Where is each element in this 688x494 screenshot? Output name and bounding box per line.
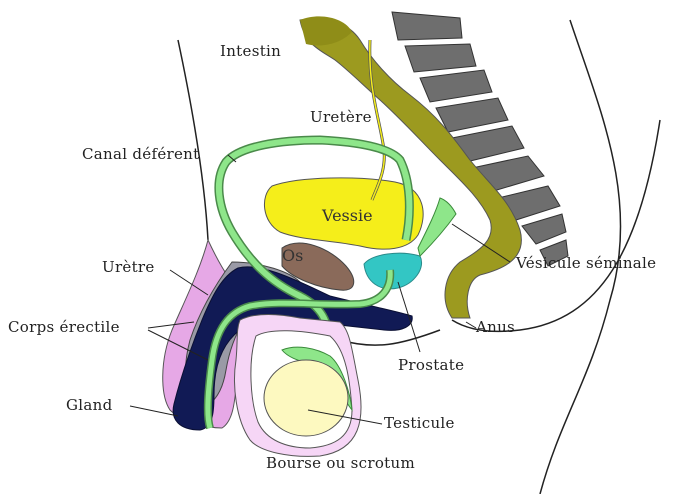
label-corps-erectile: Corps érectile <box>8 318 120 336</box>
label-anus: Anus <box>476 318 515 336</box>
label-testicule: Testicule <box>384 414 455 432</box>
abdomen-contour-line <box>178 40 208 240</box>
vertebra <box>405 44 476 72</box>
label-os: Os <box>282 246 303 265</box>
label-intestin: Intestin <box>220 42 281 60</box>
label-bourse: Bourse ou scrotum <box>266 454 415 472</box>
vertebra <box>436 98 508 132</box>
label-vessie: Vessie <box>322 206 373 225</box>
label-canal-deferent: Canal déférent <box>82 145 199 163</box>
label-gland: Gland <box>66 396 113 414</box>
testis <box>264 360 348 436</box>
label-vesicule-seminale: Vésicule séminale <box>516 254 656 272</box>
label-uretere: Uretère <box>310 108 372 126</box>
vertebra <box>392 12 462 40</box>
label-uretre: Urètre <box>102 258 155 276</box>
seminal-vesicle <box>418 198 456 256</box>
vertebra <box>522 214 566 244</box>
vertebra <box>420 70 492 102</box>
perineum-contour-line <box>340 330 440 345</box>
label-prostate: Prostate <box>398 356 464 374</box>
